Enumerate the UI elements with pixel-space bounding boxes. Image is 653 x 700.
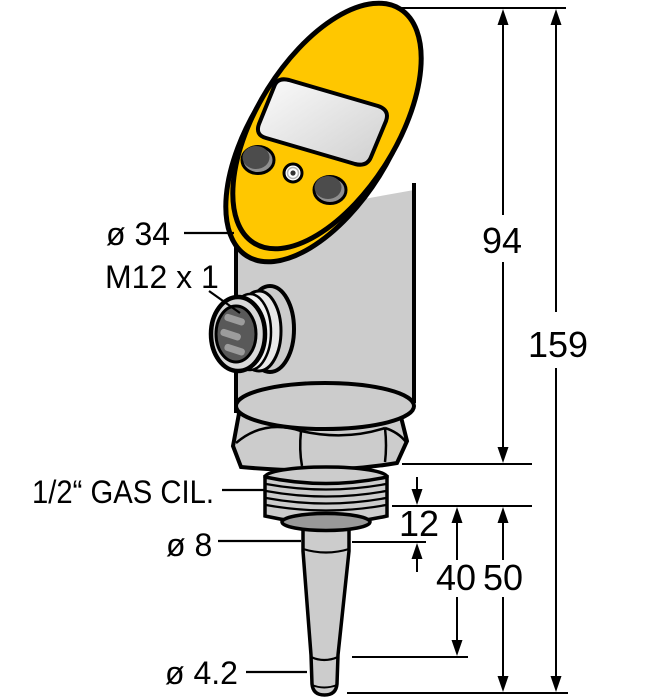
display-screen	[255, 77, 389, 167]
arrow-down	[451, 640, 463, 656]
dim-text-40: 40	[436, 557, 476, 598]
label-head-diameter: ø 34	[106, 216, 170, 252]
arrow-down	[497, 447, 509, 463]
body-bottom-cap	[234, 381, 416, 431]
probe-step-line	[302, 547, 350, 554]
dim-text-159: 159	[528, 324, 588, 365]
arrow-up	[451, 507, 463, 523]
arrow-down	[497, 676, 509, 692]
m12-connector	[208, 284, 296, 374]
thread-crest	[265, 482, 387, 491]
dim-text-12: 12	[399, 503, 439, 544]
hex-facet-line	[383, 427, 388, 463]
dimension-arrowheads	[411, 9, 562, 692]
leader-lines	[184, 231, 307, 674]
led-indicator	[282, 162, 304, 184]
display-head	[223, 0, 424, 265]
dim-text-94: 94	[482, 220, 522, 261]
label-probe-diameter: ø 8	[166, 527, 212, 563]
probe-tip-line	[310, 655, 339, 662]
connector-pin-slots	[220, 313, 245, 356]
leader-connector-thread	[208, 290, 241, 314]
arrow-down	[411, 489, 423, 505]
dim-text-50: 50	[483, 557, 523, 598]
thread-crest	[265, 503, 387, 512]
thread-crest	[265, 489, 387, 498]
dimension-lines	[416, 25, 557, 676]
extension-lines	[347, 7, 568, 694]
arrow-up	[411, 543, 423, 559]
arrow-down	[550, 676, 562, 692]
arrow-up	[497, 9, 509, 25]
pushbutton-right	[312, 175, 348, 205]
hex-facet-line	[384, 426, 407, 443]
hex-facet-line	[300, 426, 386, 437]
arrow-up	[550, 9, 562, 25]
probe-tip-line	[311, 684, 338, 689]
label-connector-thread: M12 x 1	[105, 259, 219, 295]
label-process-thread: 1/2“ GAS CIL.	[32, 474, 214, 510]
label-tip-diameter: ø 4.2	[165, 655, 238, 691]
annotation-texts: ø 34 M12 x 1 1/2“ GAS CIL. ø 8 ø 4.2 94 …	[32, 216, 588, 691]
hex-facet-line	[298, 430, 304, 467]
arrow-up	[497, 507, 509, 523]
probe-neck	[280, 511, 372, 533]
probe	[280, 511, 372, 697]
pushbutton-left	[240, 145, 276, 175]
thread-crest	[265, 496, 387, 505]
process-thread	[263, 465, 389, 525]
